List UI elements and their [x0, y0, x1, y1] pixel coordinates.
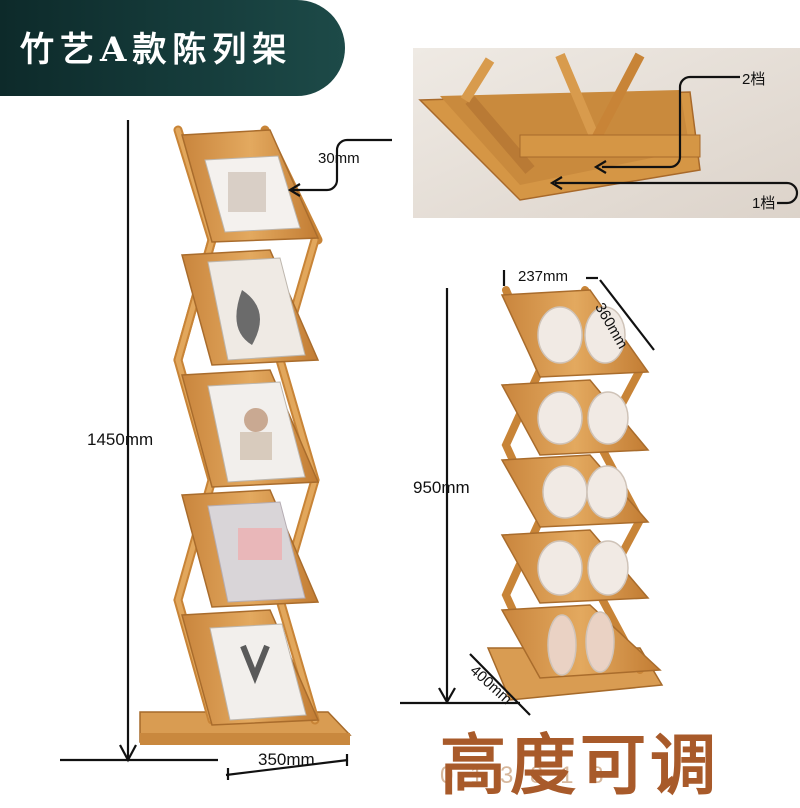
watermark-digits: 0 1 3 8 1 8: [440, 762, 609, 789]
tall-rack-shelves: [181, 129, 320, 726]
right-dimension-lines: [400, 270, 655, 716]
left-gap-label: 30mm: [318, 150, 360, 167]
title-banner: [0, 0, 345, 96]
left-width-label: 350mm: [258, 750, 315, 769]
tall-rack: [139, 125, 352, 745]
banner-title: 竹艺A款陈列架: [20, 30, 293, 70]
left-dimension-lines: [60, 120, 392, 780]
height-adjustable-title: 高度可调: [440, 726, 720, 804]
shoe-rack: [486, 286, 664, 701]
right-width-label: 237mm: [518, 268, 569, 285]
gear-detail-photo: [413, 48, 800, 218]
right-height-label: 950mm: [413, 478, 470, 497]
left-height-label: 1450mm: [87, 430, 154, 449]
gear-callouts: [549, 75, 799, 205]
gear-1-label: 1档: [752, 195, 776, 212]
gear-2-label: 2档: [742, 71, 766, 88]
shoes: [537, 306, 629, 676]
